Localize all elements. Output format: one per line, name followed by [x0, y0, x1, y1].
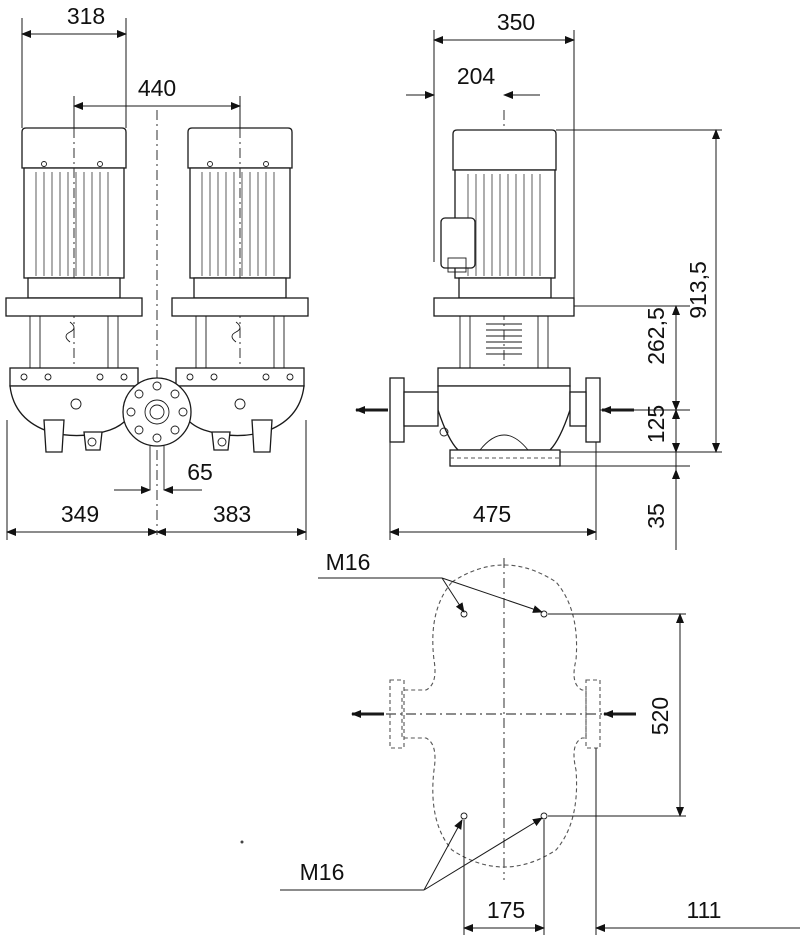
- thread-label-top: M16: [326, 549, 371, 575]
- right-motor: [171, 127, 309, 400]
- dim-350: 350: [497, 9, 535, 35]
- dim-440: 440: [138, 75, 176, 101]
- dim-111: 111: [687, 897, 722, 923]
- pump-side-view: 350 204 913,5 262,5 125 35 475: [355, 9, 722, 550]
- dim-262-5: 262,5: [643, 307, 669, 365]
- pump-housing: [9, 367, 305, 453]
- dim-520: 520: [647, 697, 673, 735]
- dim-383: 383: [213, 501, 251, 527]
- dim-35: 35: [643, 503, 669, 529]
- thread-label-bottom: M16: [300, 859, 345, 885]
- twin-pump-front-view: 318 440 65 349 383: [5, 3, 309, 540]
- dim-125: 125: [643, 405, 669, 443]
- dim-475: 475: [473, 501, 511, 527]
- dim-349: 349: [61, 501, 99, 527]
- dim-204: 204: [457, 63, 496, 89]
- foundation-plan-view: M16 M16 520 175 111: [240, 549, 800, 935]
- dim-913-5: 913,5: [685, 261, 711, 319]
- dim-65: 65: [187, 459, 213, 485]
- central-flange: [122, 377, 192, 490]
- dim-318: 318: [67, 3, 105, 29]
- dim-175: 175: [487, 897, 525, 923]
- left-motor: [5, 127, 143, 400]
